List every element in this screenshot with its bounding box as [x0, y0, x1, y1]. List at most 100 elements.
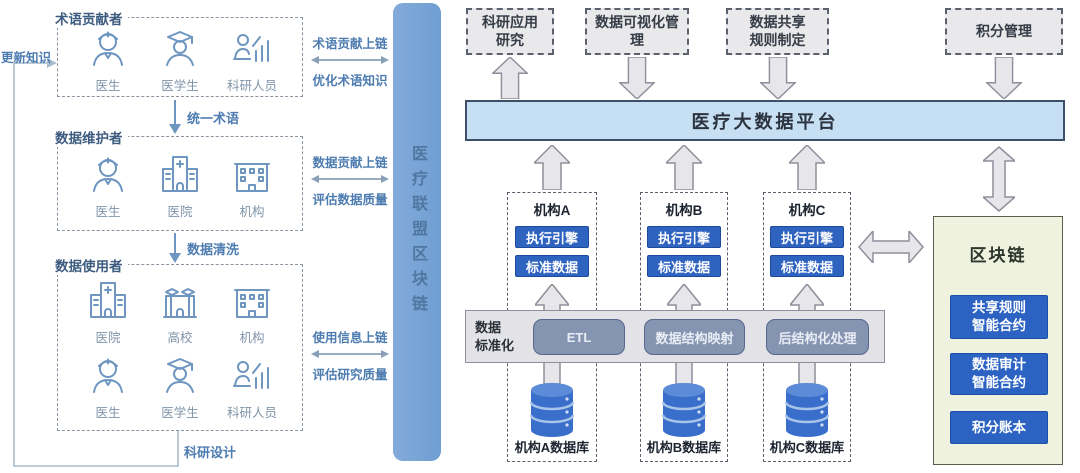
chain-link-terms: 术语贡献上链 优化术语知识	[303, 33, 397, 89]
app-box-sharing-rules: 数据共享 规则制定	[726, 8, 829, 55]
block-arrow-down	[619, 57, 655, 99]
institution-icon	[230, 151, 274, 195]
app-box-points: 积分管理	[945, 8, 1063, 55]
chain-link-usage: 使用信息上链 评估研究质量	[303, 327, 397, 383]
database-label: 机构A数据库	[514, 440, 590, 455]
database-icon	[661, 383, 707, 437]
block-arrow-down	[760, 57, 796, 99]
member: 医院	[144, 151, 216, 220]
standard-data-module: 标准数据	[647, 255, 721, 277]
link-up-label: 数据贡献上链	[312, 156, 388, 170]
big-data-platform-bar: 医疗大数据平台	[465, 100, 1065, 141]
block-arrow-up	[534, 145, 570, 190]
double-arrow-horizontal	[311, 350, 389, 358]
app-box-visualization: 数据可视化管 理	[585, 8, 689, 55]
group-data-maintainers: 数据维护者 医生 医院 机构	[55, 127, 303, 231]
researcher-icon	[230, 352, 274, 396]
member: 机构	[216, 151, 288, 220]
alliance-blockchain-label: 医疗联盟区块链	[409, 144, 426, 320]
double-arrow-horizontal	[311, 56, 389, 64]
member: 医院	[72, 277, 144, 346]
link-up-label: 使用信息上链	[312, 331, 388, 345]
medical-student-icon	[158, 25, 202, 69]
feedback-loop-arrow	[13, 58, 179, 467]
structure-mapping-tool: 数据结构映射	[644, 319, 745, 355]
block-arrow-up	[789, 145, 825, 190]
member-label: 医学生	[161, 79, 199, 93]
institution-title: 机构C	[788, 203, 826, 218]
member: 科研人员	[216, 25, 288, 94]
member-label: 医学生	[161, 406, 199, 420]
group-data-users: 数据使用者 医院 高校 机构 医生 医学生	[55, 255, 303, 431]
group-title: 数据维护者	[55, 127, 128, 147]
member: 医生	[72, 25, 144, 94]
standardization-label: 数据 标准化	[475, 320, 515, 353]
etl-tool: ETL	[533, 319, 625, 355]
member-label: 高校	[167, 331, 193, 345]
database-icon	[784, 383, 830, 437]
institution-c-box: 机构C 执行引擎 标准数据 机构C数据库	[763, 192, 851, 462]
arrow-down	[169, 233, 181, 263]
database-icon	[529, 383, 575, 437]
execution-engine-module: 执行引擎	[515, 226, 589, 248]
execution-engine-module: 执行引擎	[770, 226, 844, 248]
member: 医生	[72, 151, 144, 220]
member-label: 医院	[167, 205, 193, 219]
researcher-icon	[230, 25, 274, 69]
member-label: 医生	[95, 205, 121, 219]
arrow-down	[169, 100, 181, 134]
member-label: 机构	[239, 331, 265, 345]
double-block-arrow-horizontal	[858, 231, 924, 263]
sharing-rules-contract-module: 共享规则 智能合约	[950, 295, 1048, 339]
double-block-arrow-vertical	[983, 146, 1015, 212]
points-ledger-module: 积分账本	[950, 411, 1048, 444]
blockchain-box: 区块链 共享规则 智能合约 数据审计 智能合约 积分账本	[933, 216, 1063, 465]
member-label: 医生	[95, 79, 121, 93]
data-audit-contract-module: 数据审计 智能合约	[950, 353, 1048, 395]
institution-icon	[230, 277, 274, 321]
institution-title: 机构B	[665, 203, 703, 218]
member-label: 科研人员	[226, 406, 277, 420]
data-standardization-bar: 数据 标准化 ETL 数据结构映射 后结构化处理	[465, 310, 885, 363]
member-label: 医生	[95, 406, 121, 420]
post-structuring-tool: 后结构化处理	[766, 319, 869, 355]
member: 科研人员	[216, 352, 288, 421]
university-icon	[158, 277, 202, 321]
hospital-icon	[86, 277, 130, 321]
member-label: 医院	[95, 331, 121, 345]
platform-label: 医疗大数据平台	[691, 111, 839, 132]
member: 医生	[72, 352, 144, 421]
doctor-icon	[86, 25, 130, 69]
block-arrow-down	[986, 57, 1022, 99]
execution-engine-module: 执行引擎	[647, 226, 721, 248]
database-label: 机构C数据库	[769, 440, 845, 455]
group-term-contributors: 术语贡献者 医生 医学生 科研人员	[55, 8, 303, 97]
blockchain-title: 区块链	[969, 246, 1027, 265]
doctor-icon	[86, 151, 130, 195]
group-title: 术语贡献者	[55, 8, 128, 28]
flow-label-data-cleaning: 数据清洗	[187, 242, 240, 257]
institution-a-box: 机构A 执行引擎 标准数据 机构A数据库	[507, 192, 597, 462]
app-box-research: 科研应用 研究	[466, 8, 554, 55]
standard-data-module: 标准数据	[515, 255, 589, 277]
standard-data-module: 标准数据	[770, 255, 844, 277]
hospital-icon	[158, 151, 202, 195]
loop-design-label: 科研设计	[184, 445, 237, 460]
medical-student-icon	[158, 352, 202, 396]
chain-link-data: 数据贡献上链 评估数据质量	[303, 152, 397, 208]
institution-title: 机构A	[533, 203, 571, 218]
database-label: 机构B数据库	[646, 440, 722, 455]
link-down-label: 评估数据质量	[312, 193, 388, 207]
flow-label-unify-terms: 统一术语	[187, 111, 240, 126]
member: 机构	[216, 277, 288, 346]
block-arrow-up	[492, 57, 528, 99]
member-label: 机构	[239, 205, 265, 219]
alliance-blockchain-bar: 医疗联盟区块链	[393, 3, 441, 461]
member-label: 科研人员	[226, 79, 277, 93]
link-down-label: 评估研究质量	[312, 368, 388, 382]
link-up-label: 术语贡献上链	[312, 37, 388, 51]
link-down-label: 优化术语知识	[312, 74, 388, 88]
block-arrow-up	[666, 145, 702, 190]
member: 医学生	[144, 352, 216, 421]
